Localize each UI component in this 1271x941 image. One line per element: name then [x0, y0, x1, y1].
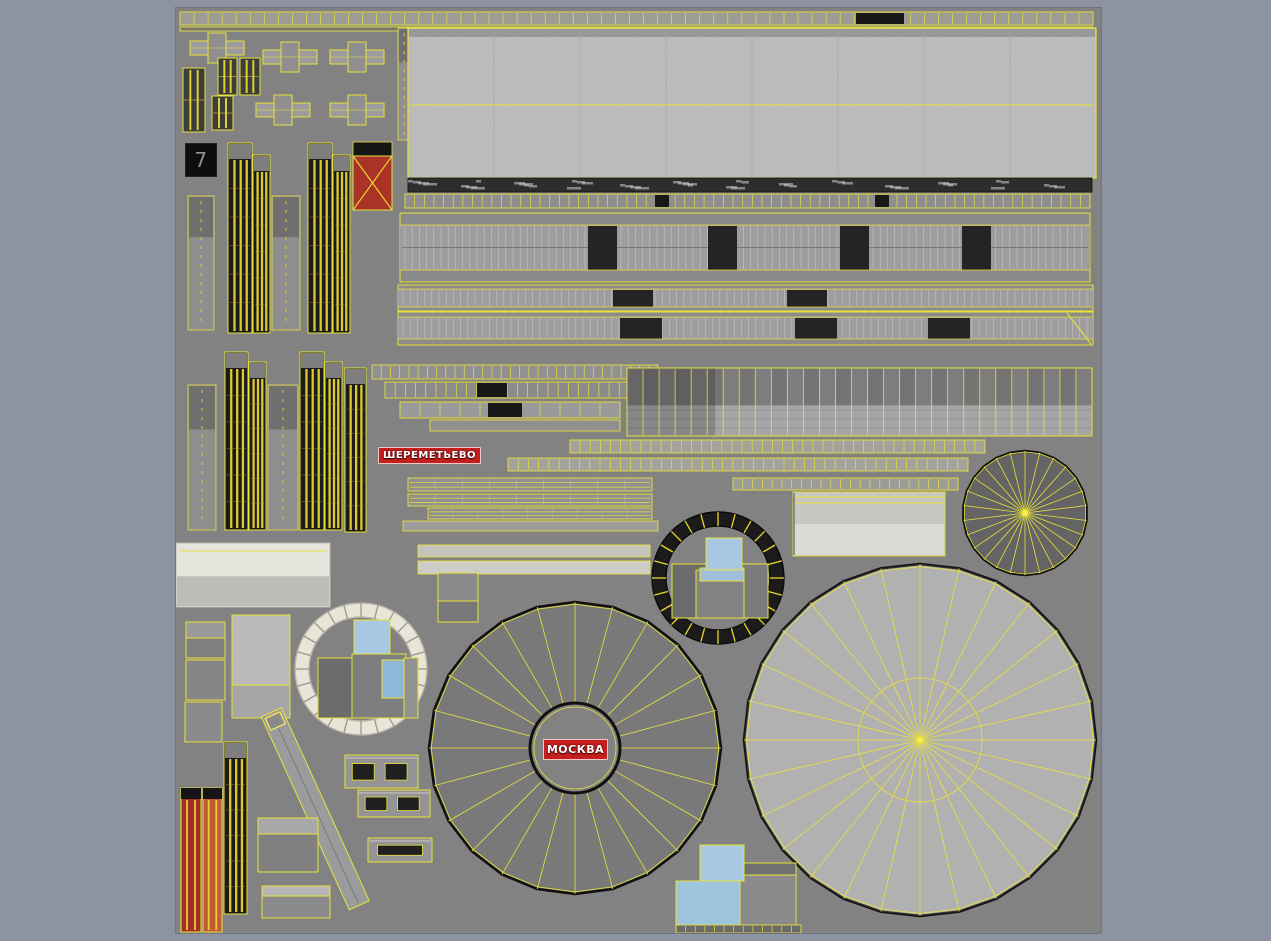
- gray-mast-2[interactable]: [271, 195, 301, 331]
- mast-b1[interactable]: [224, 351, 249, 531]
- mast-bottom[interactable]: [223, 741, 248, 915]
- sheremetyevo-text: ШЕРЕМЕТЬЕВО: [382, 449, 477, 461]
- light-strip-2[interactable]: [417, 560, 651, 575]
- numeral-7-texture-label: 7: [185, 143, 217, 177]
- tick-strip-long-1[interactable]: [569, 439, 986, 454]
- ladder-block-3[interactable]: [239, 57, 261, 96]
- light-panel-left[interactable]: [176, 542, 331, 608]
- mast-a2[interactable]: [252, 154, 271, 334]
- terminal-block-3[interactable]: [675, 844, 797, 932]
- small-box-above-disk[interactable]: [437, 572, 479, 623]
- right-tick-strip[interactable]: [732, 477, 959, 491]
- tick-strip-long-2[interactable]: [507, 457, 969, 472]
- slat-panel[interactable]: [626, 367, 1093, 437]
- facade-long-2[interactable]: [397, 284, 1094, 312]
- gray-mast-1[interactable]: [187, 195, 215, 331]
- tall-light-panel[interactable]: [231, 614, 291, 719]
- jet-bridge-diagonal[interactable]: [260, 707, 370, 911]
- center-strip-2[interactable]: [384, 381, 661, 399]
- window-box-1[interactable]: [344, 754, 419, 789]
- red-mast-2[interactable]: [202, 787, 223, 933]
- ladder-block-4[interactable]: [211, 95, 234, 131]
- mast-a3[interactable]: [307, 142, 333, 334]
- mast-b5[interactable]: [344, 367, 367, 533]
- center-strip-3[interactable]: [399, 401, 621, 419]
- tower-ring-light[interactable]: [294, 602, 428, 736]
- roof-bottom-band[interactable]: [407, 177, 1093, 193]
- mast-b2[interactable]: [248, 361, 267, 531]
- cross-piece-2[interactable]: [262, 41, 318, 73]
- numeral-7-text: 7: [194, 148, 208, 172]
- cross-piece-4[interactable]: [255, 94, 311, 126]
- terminal-block-2[interactable]: [317, 619, 419, 719]
- roof-ruler-strip[interactable]: [404, 193, 1091, 209]
- top-ruler-strip[interactable]: [179, 11, 1094, 26]
- small-box-left-1[interactable]: [185, 621, 226, 659]
- red-mast-1[interactable]: [180, 787, 202, 933]
- strip-below-label-2[interactable]: [407, 493, 653, 507]
- light-panel-right[interactable]: [792, 491, 946, 557]
- ladder-block-2[interactable]: [217, 57, 238, 96]
- center-strip-1[interactable]: [371, 364, 659, 380]
- cross-piece-3[interactable]: [329, 41, 385, 73]
- mast-a1[interactable]: [227, 142, 253, 334]
- fan-disk-small[interactable]: [962, 449, 1088, 577]
- container-box-2[interactable]: [261, 885, 331, 919]
- moskva-sign-label: МОСКВА: [543, 739, 608, 760]
- window-box-2[interactable]: [357, 789, 431, 818]
- red-beacon-piece[interactable]: [352, 141, 393, 211]
- light-strip-1[interactable]: [417, 544, 651, 558]
- strip-below-label-4[interactable]: [402, 520, 659, 532]
- container-box-1[interactable]: [257, 817, 319, 873]
- small-box-left-3[interactable]: [184, 701, 223, 743]
- bottom-thin-strip[interactable]: [675, 924, 802, 933]
- mast-b4[interactable]: [324, 361, 343, 531]
- facade-long-1[interactable]: [399, 212, 1091, 283]
- uv-atlas-canvas[interactable]: [176, 8, 1101, 933]
- moskva-text: МОСКВА: [546, 743, 605, 756]
- gray-mast-3[interactable]: [187, 384, 217, 531]
- center-strip-4[interactable]: [429, 419, 621, 432]
- strip-below-label-1[interactable]: [407, 477, 653, 492]
- window-box-3[interactable]: [367, 837, 433, 863]
- uv-texture-atlas[interactable]: 7 ШЕРЕМЕТЬЕВО МОСКВА: [175, 7, 1102, 934]
- mast-a4[interactable]: [332, 154, 351, 334]
- small-box-left-2[interactable]: [185, 659, 226, 701]
- facade-long-3[interactable]: [397, 311, 1094, 346]
- big-fan-disk[interactable]: [742, 562, 1098, 918]
- tower-ring-dark[interactable]: [651, 511, 785, 645]
- terminal-block-1[interactable]: [671, 537, 769, 619]
- cross-piece-1[interactable]: [189, 32, 245, 64]
- cross-piece-5[interactable]: [329, 94, 385, 126]
- mast-b3[interactable]: [299, 351, 325, 531]
- gray-mast-4[interactable]: [267, 384, 299, 531]
- ladder-block-1[interactable]: [182, 67, 206, 133]
- sheremetyevo-sign-label: ШЕРЕМЕТЬЕВО: [378, 447, 481, 464]
- big-roof-texture[interactable]: [407, 27, 1097, 179]
- strip-below-label-3[interactable]: [427, 507, 653, 520]
